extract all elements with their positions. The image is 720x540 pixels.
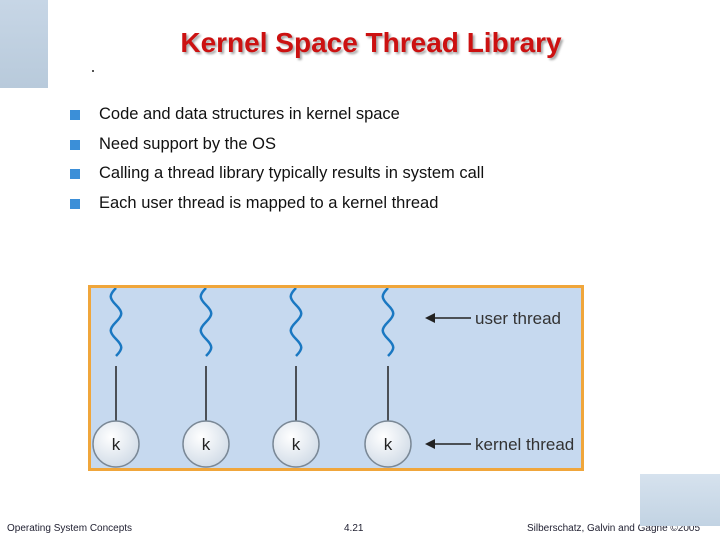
kernel-thread-arrow — [425, 439, 471, 449]
kernel-thread-node: k — [182, 420, 230, 468]
kernel-thread-node: k — [92, 420, 140, 468]
user-thread-arrow — [425, 313, 471, 323]
bullet-square-icon — [70, 139, 80, 150]
user-thread-1 — [109, 288, 123, 422]
kernel-node-label: k — [384, 435, 393, 454]
bullet-square-icon — [70, 198, 80, 209]
kernel-node-label: k — [112, 435, 121, 454]
kernel-thread-label: kernel thread — [475, 435, 574, 454]
footer-copyright: Silberschatz, Galvin and Gagne ©2005 — [527, 523, 701, 534]
bullet-square-icon — [70, 169, 80, 179]
user-thread-2 — [199, 288, 213, 422]
footer-course: Operating System Concepts — [7, 523, 133, 534]
bullet-square-icon — [70, 110, 80, 120]
slide-title: Kernel Space Thread Library — [180, 27, 562, 58]
dinosaur-logo-bottom — [640, 474, 720, 526]
kernel-thread-node: k — [364, 420, 412, 468]
user-thread-4 — [381, 288, 395, 422]
user-thread-3 — [289, 288, 303, 422]
user-thread-label: user thread — [475, 309, 561, 328]
thread-mapping-diagram: k k k k user thread kernel thread — [88, 285, 584, 471]
kernel-node-label: k — [292, 435, 301, 454]
diagram-svg: k k k k user thread kernel thread — [92, 288, 574, 468]
kernel-thread-node: k — [272, 420, 320, 468]
decorative-dot — [92, 70, 94, 72]
kernel-node-label: k — [202, 435, 211, 454]
dinosaur-logo-top — [0, 0, 48, 88]
footer-page-number: 4.21 — [344, 523, 364, 534]
